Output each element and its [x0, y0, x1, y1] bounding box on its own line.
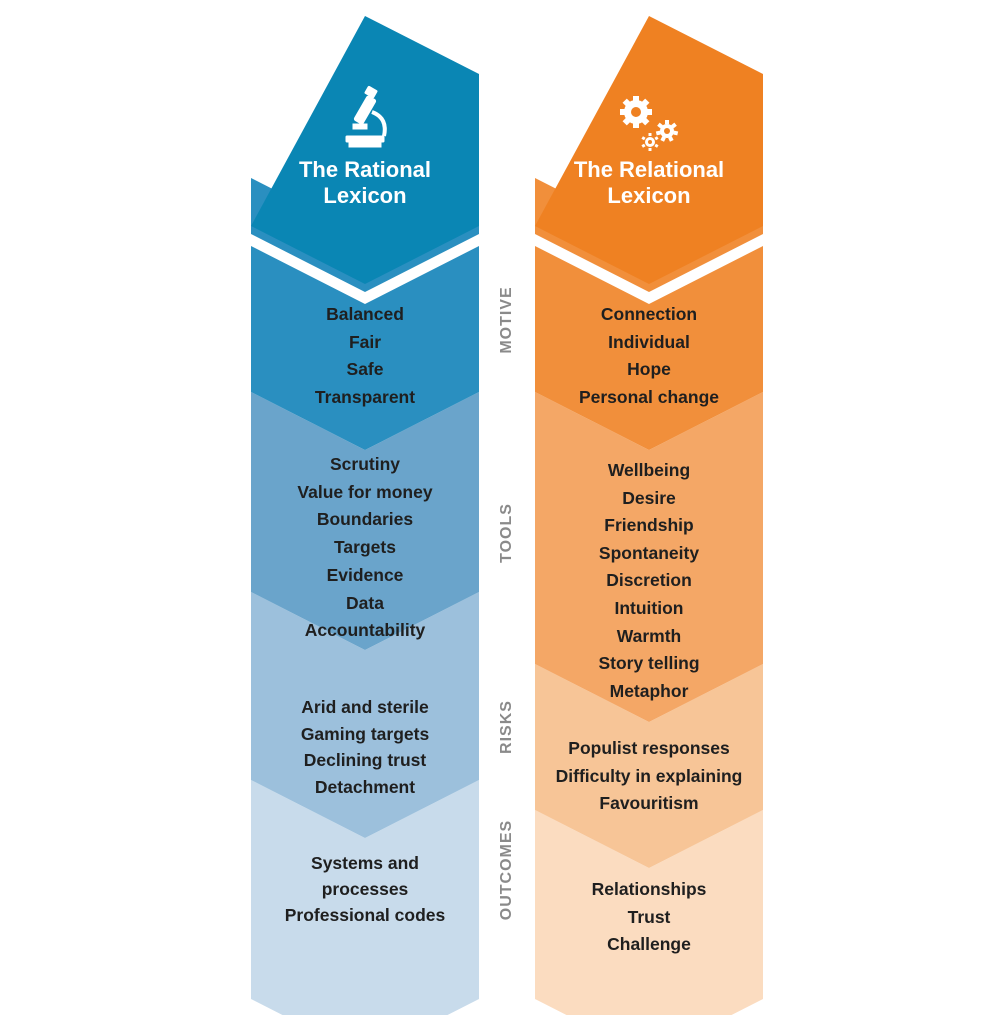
rational-segment-4 — [251, 780, 479, 1015]
rational-title: The Rational Lexicon — [255, 157, 475, 209]
lexicon-item: Populist responses — [568, 738, 730, 758]
lexicon-item: Intuition — [614, 597, 684, 618]
lexicon-item: Declining trust — [303, 750, 427, 770]
gears-icon — [620, 96, 679, 151]
lexicon-item: Individual — [608, 331, 690, 352]
lexicon-item: Challenge — [607, 934, 691, 954]
lexicon-item: Fair — [348, 331, 382, 352]
relational-segment-2 — [535, 392, 763, 722]
relational-segment-3 — [535, 664, 763, 868]
lexicon-item: Gaming targets — [300, 723, 430, 744]
lexicon-item: Transparent — [314, 386, 416, 407]
relational-title: The Relational Lexicon — [539, 157, 759, 209]
lexicon-item: Relationships — [591, 879, 707, 899]
lexicon-item: Friendship — [604, 515, 694, 536]
lexicon-item: Accountability — [304, 620, 426, 641]
lexicon-item: Targets — [334, 537, 396, 558]
lexicon-item: Boundaries — [316, 509, 414, 530]
lexicon-item: Balanced — [326, 304, 404, 324]
lexicon-item: Personal change — [578, 386, 720, 407]
rational-header-gap — [251, 234, 479, 304]
relational-header-gap — [535, 234, 763, 304]
rational-title-line2: Lexicon — [323, 183, 407, 208]
lexicon-item: Safe — [346, 359, 384, 379]
lexicon-item: Data — [346, 592, 384, 613]
lexicon-item: Evidence — [326, 564, 404, 585]
lexicon-item: Trust — [627, 906, 671, 927]
relational-title-line2: Lexicon — [607, 183, 691, 208]
lexicon-item: Scrutiny — [329, 454, 401, 474]
lexicon-item: Desire — [622, 487, 676, 508]
lexicon-item: Story telling — [598, 653, 700, 674]
lexicon-item: Difficulty in explaining — [555, 765, 743, 786]
lexicon-item: Connection — [600, 304, 698, 324]
lexicon-item: Arid and sterile — [301, 697, 429, 717]
lexicon-item: Detachment — [314, 776, 416, 797]
rational-header — [251, 16, 479, 284]
relational-segment-4 — [535, 810, 763, 1015]
lexicon-item: Metaphor — [609, 680, 689, 701]
lexicon-item: Hope — [627, 359, 671, 379]
lexicon-item: Value for money — [297, 481, 433, 502]
rational-segment-3 — [251, 592, 479, 838]
lexicon-item: Systems and — [311, 853, 419, 873]
lexicon-item: Favouritism — [599, 793, 699, 813]
microscope-icon — [345, 85, 387, 148]
rational-segment-2 — [251, 392, 479, 650]
relational-title-line1: The Relational — [573, 157, 725, 182]
lexicon-item: Discretion — [606, 570, 692, 591]
rational-title-line1: The Rational — [298, 157, 431, 182]
lexicon-item: processes — [321, 879, 409, 899]
lexicon-item: Professional codes — [284, 905, 446, 925]
lexicon-item: Spontaneity — [598, 542, 700, 563]
lexicon-item: Warmth — [616, 625, 682, 646]
lexicon-item: Wellbeing — [607, 460, 691, 480]
